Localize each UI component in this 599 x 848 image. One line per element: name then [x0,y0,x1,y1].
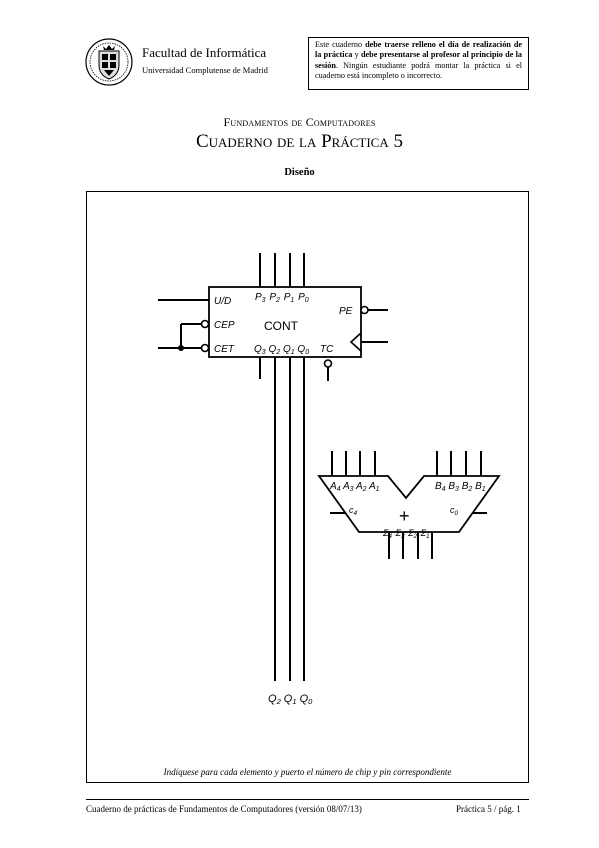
adder-cin-label: c0 [450,505,459,517]
counter-name-label: CONT [264,319,299,333]
cet-inversion-bubble [200,343,210,353]
adder-sum-labels: Σ4 Σ3 Σ2 Σ1 [382,528,430,540]
faculty-name: Facultad de Informática [142,45,267,60]
footer-divider [86,799,529,800]
university-name: Universidad Complutense de Madrid [142,65,268,75]
q-output-labels: Q2 Q1 Q0 [268,693,313,707]
notice-text: . Ningún estudiante podrá montar la prác… [315,60,522,81]
counter-tc-label: TC [320,344,334,355]
clock-triangle [349,332,362,352]
pe-inversion-bubble [360,305,369,315]
counter-pe-label: PE [339,306,353,317]
notice-text: y [352,50,361,60]
tc-inversion-bubble [323,359,333,368]
junction-dot [178,345,184,351]
instruction-text: Indíquese para cada elemento y puerto el… [163,767,452,777]
university-seal-logo [85,38,133,86]
notice-bold-text: debe traerse relleno el día de realizaci… [315,40,523,60]
footer-page-number: Práctica 5 / pág. 1 [456,804,521,814]
practice-title: Cuaderno de la Práctica 5 [195,131,403,152]
adder-plus-sign: + [399,506,410,526]
counter-block [208,286,362,358]
design-frame [86,191,529,783]
section-title: Diseño [284,167,315,178]
counter-cet-label: CET [214,344,235,355]
counter-ud-label: U/D [214,296,231,307]
adder-b-labels: B4 B3 B2 B1 [435,481,486,494]
counter-q-labels: Q3 Q2 Q1 Q0 [254,344,309,357]
adder-a-labels: A4 A3 A2 A1 [329,481,380,494]
counter-p-labels: P3 P2 P1 P0 [255,292,309,305]
adder-block [317,475,501,533]
counter-cep-label: CEP [214,320,235,331]
adder-cout-label: c4 [349,505,358,517]
notice-bold-text: debe presentarse al profesor al principi… [315,50,522,70]
footer-left-text: Cuaderno de prácticas de Fundamentos de … [86,804,362,814]
cep-inversion-bubble [200,319,210,329]
notice-box: Este cuaderno debe traerse relleno el dí… [308,37,529,90]
circuit-diagram: U/D CEP CET PE TC CONT P3 P2 P1 P0 Q3 Q2… [158,253,501,707]
notice-text: Este cuaderno [315,40,366,49]
course-title: Fundamentos de Computadores [223,115,376,129]
